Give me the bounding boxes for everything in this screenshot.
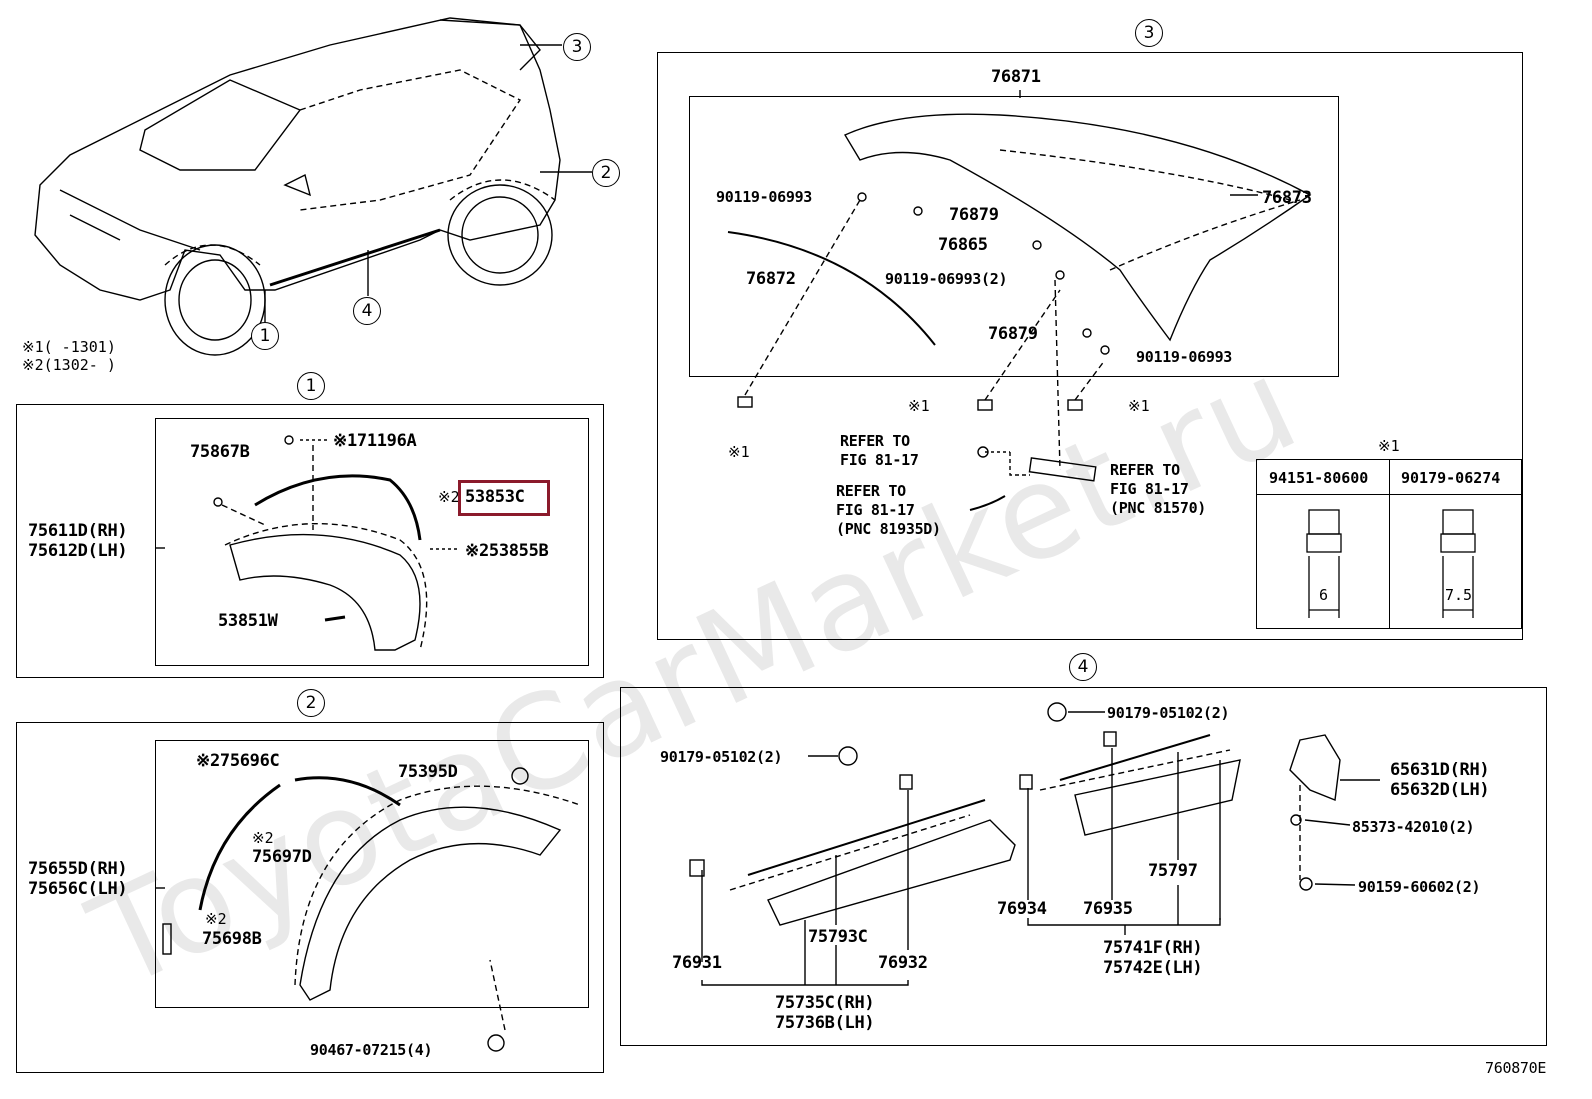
refer-3-line1[interactable]: REFER TO <box>1110 461 1180 479</box>
refer-3-line3[interactable]: (PNC 81570) <box>1110 499 1207 517</box>
callout-4[interactable]: 4 <box>353 297 381 325</box>
part-76879-a[interactable]: 76879 <box>949 205 999 225</box>
callout-1[interactable]: 1 <box>251 322 279 350</box>
part-75797[interactable]: 75797 <box>1148 861 1198 881</box>
part-90179-05102-b[interactable]: 90179-05102(2) <box>1107 704 1230 722</box>
part-75697D[interactable]: 75697D <box>252 847 312 867</box>
mark-1-a: ※1 <box>908 397 930 415</box>
part-53855B[interactable]: ※253855B <box>465 541 549 561</box>
part-75395D[interactable]: 75395D <box>398 762 458 782</box>
panel1-inner-frame <box>155 418 589 666</box>
part-76935[interactable]: 76935 <box>1083 899 1133 919</box>
callout-3[interactable]: 3 <box>563 33 591 61</box>
panel4-title: 4 <box>1069 653 1097 681</box>
table-col2-part[interactable]: 90179-06274 <box>1401 469 1501 487</box>
part-75742E[interactable]: 75742E(LH) <box>1103 958 1203 978</box>
part-76879-b[interactable]: 76879 <box>988 324 1038 344</box>
part-75698B[interactable]: 75698B <box>202 929 262 949</box>
part-53853C-mark: ※2 <box>438 488 460 506</box>
table-title: ※1 <box>1378 437 1400 455</box>
panel3-outer-frame <box>657 52 1523 640</box>
part-75611D[interactable]: 75611D(RH) <box>28 521 128 541</box>
part-75612D[interactable]: 75612D(LH) <box>28 541 128 561</box>
part-90467-07215[interactable]: 90467-07215(4) <box>310 1041 433 1059</box>
panel1-outer-frame <box>16 404 604 678</box>
refer-3-line2[interactable]: FIG 81-17 <box>1110 480 1189 498</box>
callout-2[interactable]: 2 <box>592 159 620 187</box>
note-1: ※1( -1301) <box>22 338 116 356</box>
panel2-title: 2 <box>297 689 325 717</box>
part-75698B-mark: ※2 <box>205 910 227 928</box>
part-76871[interactable]: 76871 <box>991 67 1041 87</box>
part-76932[interactable]: 76932 <box>878 953 928 973</box>
part-76934[interactable]: 76934 <box>997 899 1047 919</box>
part-76865[interactable]: 76865 <box>938 235 988 255</box>
part-90119-06993-c[interactable]: 90119-06993 <box>1136 348 1233 366</box>
part-90159-60602[interactable]: 90159-60602(2) <box>1358 878 1481 896</box>
table-col1-part[interactable]: 94151-80600 <box>1269 469 1369 487</box>
part-53851W[interactable]: 53851W <box>218 611 278 631</box>
part-75697D-mark: ※2 <box>252 829 274 847</box>
part-71196A[interactable]: ※171196A <box>333 431 417 451</box>
part-75735C[interactable]: 75735C(RH) <box>775 993 875 1013</box>
part-76872[interactable]: 76872 <box>746 269 796 289</box>
refer-2-line2[interactable]: FIG 81-17 <box>836 501 915 519</box>
refer-2-line1[interactable]: REFER TO <box>836 482 906 500</box>
note-2: ※2(1302- ) <box>22 356 116 374</box>
car-overview-drawing <box>34 17 592 356</box>
part-53853C[interactable]: 53853C <box>465 487 525 507</box>
part-76873[interactable]: 76873 <box>1262 188 1312 208</box>
refer-2-line3[interactable]: (PNC 81935D) <box>836 520 941 538</box>
panel3-inner-frame <box>689 96 1339 377</box>
part-75867B[interactable]: 75867B <box>190 442 250 462</box>
panel4-outer-frame <box>620 687 1547 1046</box>
part-85373-42010[interactable]: 85373-42010(2) <box>1352 818 1475 836</box>
panel2-inner-frame <box>155 740 589 1008</box>
panel3-title: 3 <box>1135 19 1163 47</box>
figure-id: 760870E <box>1485 1059 1547 1077</box>
panel3-drawing <box>727 90 1312 511</box>
table-dim-2: 7.5 <box>1445 586 1473 604</box>
fastener-table: 94151-80600 90179-06274 6 7.5 <box>1256 459 1522 629</box>
highlighted-part-box <box>458 480 550 516</box>
part-90179-05102-a[interactable]: 90179-05102(2) <box>660 748 783 766</box>
panel1-title: 1 <box>297 372 325 400</box>
part-75741F[interactable]: 75741F(RH) <box>1103 938 1203 958</box>
table-dim-1: 6 <box>1319 586 1329 604</box>
part-90119-06993-b[interactable]: 90119-06993(2) <box>885 270 1008 288</box>
part-75696C[interactable]: ※275696C <box>196 751 280 771</box>
refer-1-line2[interactable]: FIG 81-17 <box>840 451 919 469</box>
panel4-drawing <box>689 702 1380 986</box>
part-75655D[interactable]: 75655D(RH) <box>28 859 128 879</box>
part-65632D[interactable]: 65632D(LH) <box>1390 780 1490 800</box>
part-65631D[interactable]: 65631D(RH) <box>1390 760 1490 780</box>
panel1-drawing <box>155 435 460 651</box>
panel2-drawing <box>155 767 581 1052</box>
part-75793C[interactable]: 75793C <box>808 927 868 947</box>
panel2-outer-frame <box>16 722 604 1073</box>
part-75736B[interactable]: 75736B(LH) <box>775 1013 875 1033</box>
mark-1-c: ※1 <box>728 443 750 461</box>
part-76931[interactable]: 76931 <box>672 953 722 973</box>
mark-1-b: ※1 <box>1128 397 1150 415</box>
part-75656C[interactable]: 75656C(LH) <box>28 879 128 899</box>
part-90119-06993-a[interactable]: 90119-06993 <box>716 188 813 206</box>
refer-1-line1[interactable]: REFER TO <box>840 432 910 450</box>
